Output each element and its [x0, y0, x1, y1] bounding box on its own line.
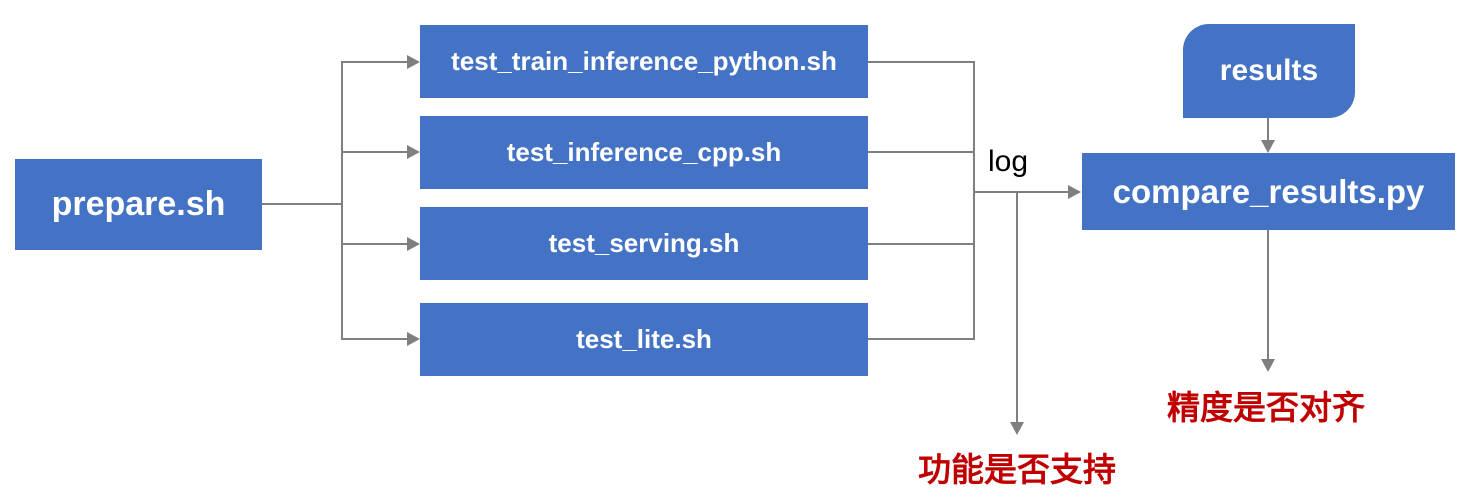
node-test-train-inference-python-sh-label: test_train_inference_python.sh	[451, 46, 837, 76]
node-test-inference-cpp-sh: test_inference_cpp.sh	[420, 116, 868, 189]
connector-merge-2	[868, 151, 975, 153]
node-results: results	[1183, 24, 1355, 118]
connector-merge-3	[868, 243, 975, 245]
connector-log-to-compare	[974, 191, 1069, 193]
arrowhead-results-to-compare	[1261, 140, 1275, 153]
arrowhead-branch-2	[407, 145, 420, 159]
connector-branch-4	[342, 338, 408, 340]
arrowhead-log-drop	[1010, 422, 1024, 435]
node-test-lite-sh-label: test_lite.sh	[576, 324, 712, 354]
connector-fanout-vertical	[341, 61, 343, 340]
arrowhead-compare-drop	[1261, 359, 1275, 372]
connector-merge-1	[868, 61, 975, 63]
connector-merge-4	[868, 338, 975, 340]
accuracy-aligned-label: 精度是否对齐	[1167, 389, 1365, 426]
node-test-inference-cpp-sh-label: test_inference_cpp.sh	[506, 137, 782, 167]
node-prepare-sh-label: prepare.sh	[51, 185, 226, 223]
node-test-serving-sh-label: test_serving.sh	[548, 228, 740, 258]
connector-results-to-compare	[1267, 118, 1269, 141]
node-test-serving-sh: test_serving.sh	[420, 207, 868, 280]
arrowhead-branch-1	[407, 55, 420, 69]
arrowhead-log-to-compare	[1068, 185, 1081, 199]
connector-branch-3	[342, 243, 408, 245]
node-prepare-sh: prepare.sh	[15, 159, 262, 250]
log-label: log	[988, 145, 1029, 178]
node-compare-results-py-label: compare_results.py	[1112, 172, 1425, 210]
connector-compare-drop	[1267, 230, 1269, 360]
arrowhead-branch-3	[407, 237, 420, 251]
connector-branch-1	[342, 61, 408, 63]
node-compare-results-py: compare_results.py	[1082, 153, 1455, 230]
node-results-label: results	[1219, 54, 1319, 87]
connector-branch-2	[342, 151, 408, 153]
function-supported-label: 功能是否支持	[918, 451, 1116, 488]
node-test-lite-sh: test_lite.sh	[420, 303, 868, 376]
connector-log-drop	[1016, 192, 1018, 423]
node-test-train-inference-python-sh: test_train_inference_python.sh	[420, 25, 868, 98]
connector-prepare-out	[262, 203, 342, 205]
arrowhead-branch-4	[407, 332, 420, 346]
connector-merge-vertical	[973, 61, 975, 340]
